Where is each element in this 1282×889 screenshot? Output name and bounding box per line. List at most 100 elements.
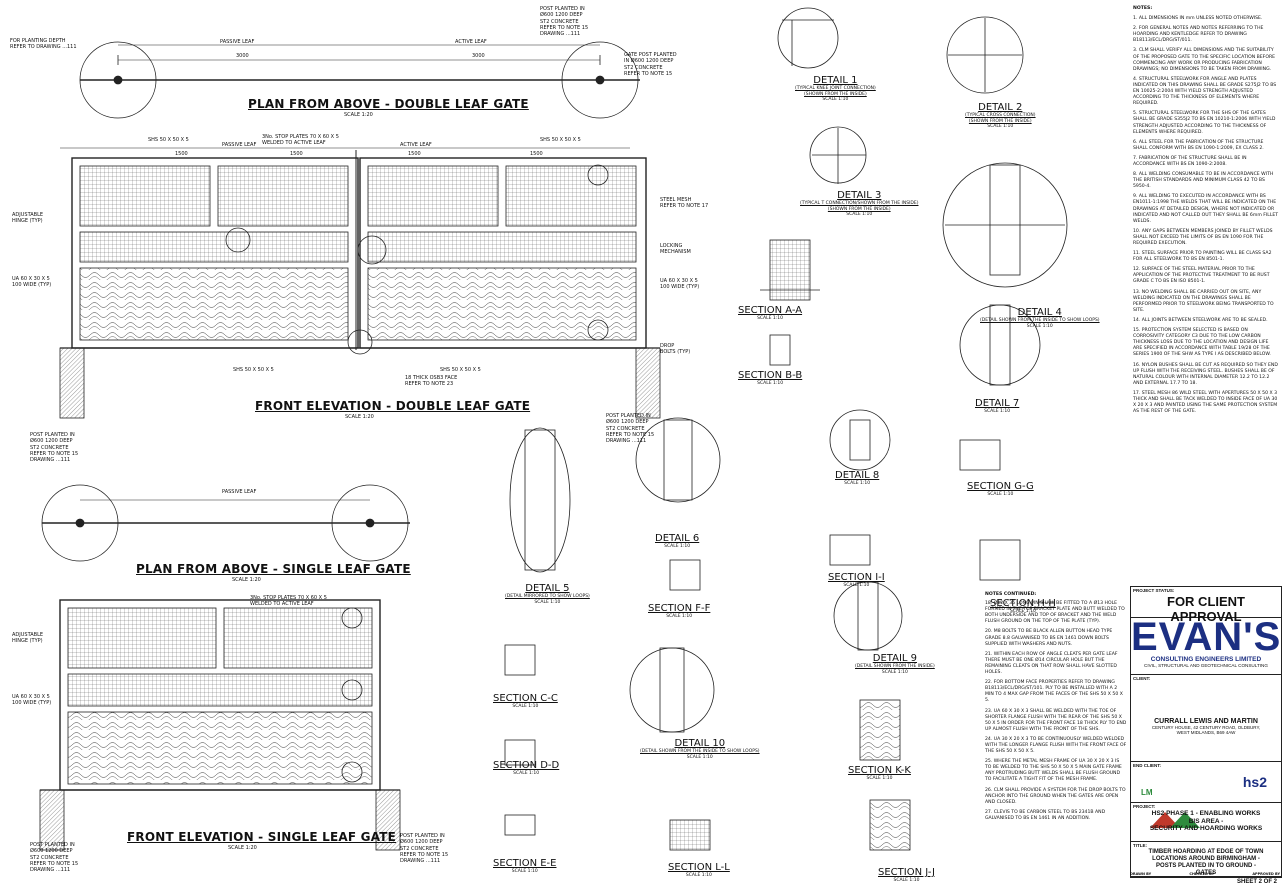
detail-scale: SCALE 1:10 (1009, 609, 1036, 614)
detail-scale: SCALE 1:10 (822, 97, 849, 102)
plan-double-geometry (79, 41, 640, 119)
project-status-box: PROJECT STATUS: FOR CLIENT APPROVAL (1131, 587, 1281, 624)
plan-double-title: PLAN FROM ABOVE - DOUBLE LEAF GATE (248, 97, 529, 111)
note-item: 11. STEEL SURFACE PRIOR TO PAINTING WILL… (1133, 251, 1272, 263)
front-double-geometry (59, 147, 661, 419)
project-box: PROJECT: HS2 PHASE 1 - ENABLING WORKS BI… (1131, 803, 1281, 842)
note-continued-item: 18. Ø12 X 35 LONG PIN SHALL BE FITTED TO… (985, 601, 1125, 625)
label-ua60: UA 60 X 30 X 5 100 WIDE (TYP) (12, 276, 52, 289)
project-status-label: PROJECT STATUS: (1133, 588, 1175, 593)
note-item: 12. SURFACE OF THE STEEL MATERIAL PRIOR … (1133, 267, 1270, 285)
title-block: PROJECT STATUS: FOR CLIENT APPROVAL EVAN… (1130, 586, 1282, 885)
label-dim-3000-b: 3000 (472, 53, 485, 59)
label-shs-bottom-right: SHS 50 X 50 X 5 (440, 367, 481, 373)
detail-title: DETAIL 5 (525, 583, 570, 594)
front-single-geometry (39, 599, 401, 851)
label-passive-leaf: PASSIVE LEAF (220, 39, 255, 45)
detail-title: DETAIL 2 (978, 102, 1023, 113)
detail-d3: DETAIL 3(TYPICAL T CONNECTION/SHOWN FROM… (800, 190, 918, 217)
detail-subtitle: (DETAIL SHOWN FROM THE INSIDE) (855, 664, 935, 669)
detail-title: SECTION A-A (738, 305, 803, 316)
notes-continued-heading: NOTES CONTINUED: (985, 592, 1037, 597)
project-label: PROJECT: (1133, 804, 1156, 809)
detail-d10: DETAIL 10(DETAIL SHOWN FROM THE INSIDE T… (640, 738, 760, 760)
label-adjustable-hinge-single: ADJUSTABLE HINGE (TYP) (12, 632, 44, 645)
evans-logo: EVAN'S (1131, 615, 1282, 659)
detail-subtitle: (TYPICAL T CONNECTION/SHOWN FROM THE INS… (800, 201, 919, 212)
note-continued-item: 26. CLM SHALL PROVIDE A SYSTEM FOR THE D… (985, 787, 1126, 805)
label-ua60-right: UA 60 X 30 X 5 100 WIDE (TYP) (660, 278, 700, 291)
detail-d1: DETAIL 1(TYPICAL KNEE JOINT CONNECTION) … (795, 75, 876, 102)
label-passive-leaf-2: PASSIVE LEAF (222, 142, 257, 148)
label-shs-top: SHS 50 X 50 X 5 (148, 137, 189, 143)
title-label: TITLE: (1133, 843, 1147, 848)
front-single-scale: SCALE 1:20 (228, 845, 257, 851)
consultant-box: EVAN'S CONSULTING ENGINEERS LIMITED CIVI… (1131, 615, 1282, 675)
detail-scale: SCALE 1:10 (757, 316, 784, 321)
checked-by-label: CHECKED BY (1189, 872, 1215, 876)
drawing-title: TIMBER HOARDING AT EDGE OF TOWN LOCATION… (1148, 849, 1264, 876)
note-continued-item: 20. M8 BOLTS TO BE BLACK ALLEN BUTTON HE… (985, 629, 1113, 647)
label-stop-plates-single: 3No. STOP PLATES 70 X 60 X 5 WELDED TO A… (250, 595, 327, 608)
label-ua60-single: UA 60 X 30 X 5 100 WIDE (TYP) (12, 694, 52, 707)
label-post-note-b: POST PLANTED IN Ø600 1200 DEEP ST2 CONCR… (606, 413, 655, 445)
detail-scale: SCALE 1:10 (664, 544, 691, 549)
title-box: TITLE: TIMBER HOARDING AT EDGE OF TOWN L… (1131, 842, 1281, 877)
label-adjustable-hinge: ADJUSTABLE HINGE (TYP) (12, 212, 44, 225)
detail-title: SECTION D-D (493, 760, 560, 771)
detail-scale: SCALE 1:10 (534, 599, 561, 605)
note-item: 13. NO WELDING SHALL BE CARRIED OUT ON S… (1133, 289, 1274, 313)
note-item: 5. STRUCTURAL STEELWORK FOR THE SHS OF T… (1133, 111, 1276, 135)
label-active-leaf: ACTIVE LEAF (455, 39, 487, 45)
front-double-scale: SCALE 1:20 (345, 414, 374, 420)
notes-heading: NOTES: (1133, 6, 1153, 11)
detail-title: SECTION H-H (990, 598, 1056, 609)
label-active-leaf-2: ACTIVE LEAF (400, 142, 432, 148)
detail-title: SECTION J-J (878, 867, 935, 878)
detail-scale: SCALE 1:10 (685, 873, 712, 878)
note-continued-item: 23. UA 60 X 30 X 3 SHALL BE WELDED WITH … (985, 708, 1127, 732)
detail-title: DETAIL 8 (835, 470, 880, 481)
note-continued-item: 24. UA 30 X 20 X 3 TO BE CONTINUOUSLY WE… (985, 736, 1127, 755)
note-continued-item: 22. FOR BOTTOM FACE PROPERTIES REFER TO … (985, 680, 1123, 704)
note-item: 2. FOR GENERAL NOTES AND NOTES REFERRING… (1133, 26, 1264, 44)
plan-double-scale: SCALE 1:20 (344, 112, 373, 118)
detail-title: SECTION I-I (828, 572, 885, 583)
consultant-sub: CONSULTING ENGINEERS LIMITED (1150, 656, 1262, 663)
detail-scale: SCALE 1:10 (881, 669, 908, 675)
detail-scale: SCALE 1:10 (846, 212, 873, 217)
sheet-number: SHEET 2 OF 2 (1236, 879, 1277, 885)
client-address: CENTURY HOUSE, 42 CENTURY ROAD, OLDBURY,… (1151, 725, 1261, 735)
note-continued-item: 27. CLEVIS TO BE CARBON STEEL TO BS 2341… (985, 809, 1106, 821)
label-gate-post: GATE POST PLANTED IN Ø600 1200 DEEP ST2 … (624, 52, 677, 77)
detail-title: DETAIL 7 (975, 398, 1020, 409)
label-post-note-c: POST PLANTED IN Ø600 1200 DEEP ST2 CONCR… (30, 842, 79, 874)
detail-d5: DETAIL 5(DETAIL MIRRORED TO SHOW LOOPS)S… (505, 583, 590, 605)
note-item: 6. ALL STEEL FOR THE FABRICATION OF THE … (1133, 139, 1264, 151)
note-continued-item: 21. WITHIN EACH ROW OF ANGLE CLEATS PER … (985, 651, 1118, 676)
detail-d9: DETAIL 9(DETAIL SHOWN FROM THE INSIDE)SC… (855, 653, 935, 675)
front-single-title: FRONT ELEVATION - SINGLE LEAF GATE (127, 830, 397, 844)
detail-scale: SCALE 1:10 (866, 776, 893, 781)
label-dim-1500-d: 1500 (530, 151, 543, 157)
detail-title: DETAIL 10 (674, 738, 726, 749)
note-item: 7. FABRICATION OF THE STRUCTURE SHALL BE… (1133, 155, 1247, 167)
note-item: 16. NYLON BUSHES SHALL BE CUT AS REQUIRE… (1133, 362, 1278, 386)
drawn-by-label: DRAWN BY (1130, 872, 1152, 876)
project-name: HS2 PHASE 1 - ENABLING WORKS BIS AREA - … (1149, 810, 1263, 832)
client-label: CLIENT: (1133, 676, 1151, 681)
detail-scale: SCALE 1:10 (987, 124, 1014, 129)
label-osb: 18 THICK OSB3 FACE REFER TO NOTE 23 (405, 375, 458, 388)
detail-scale: SCALE 1:10 (893, 878, 920, 883)
label-dim-1500-c: 1500 (408, 151, 421, 157)
